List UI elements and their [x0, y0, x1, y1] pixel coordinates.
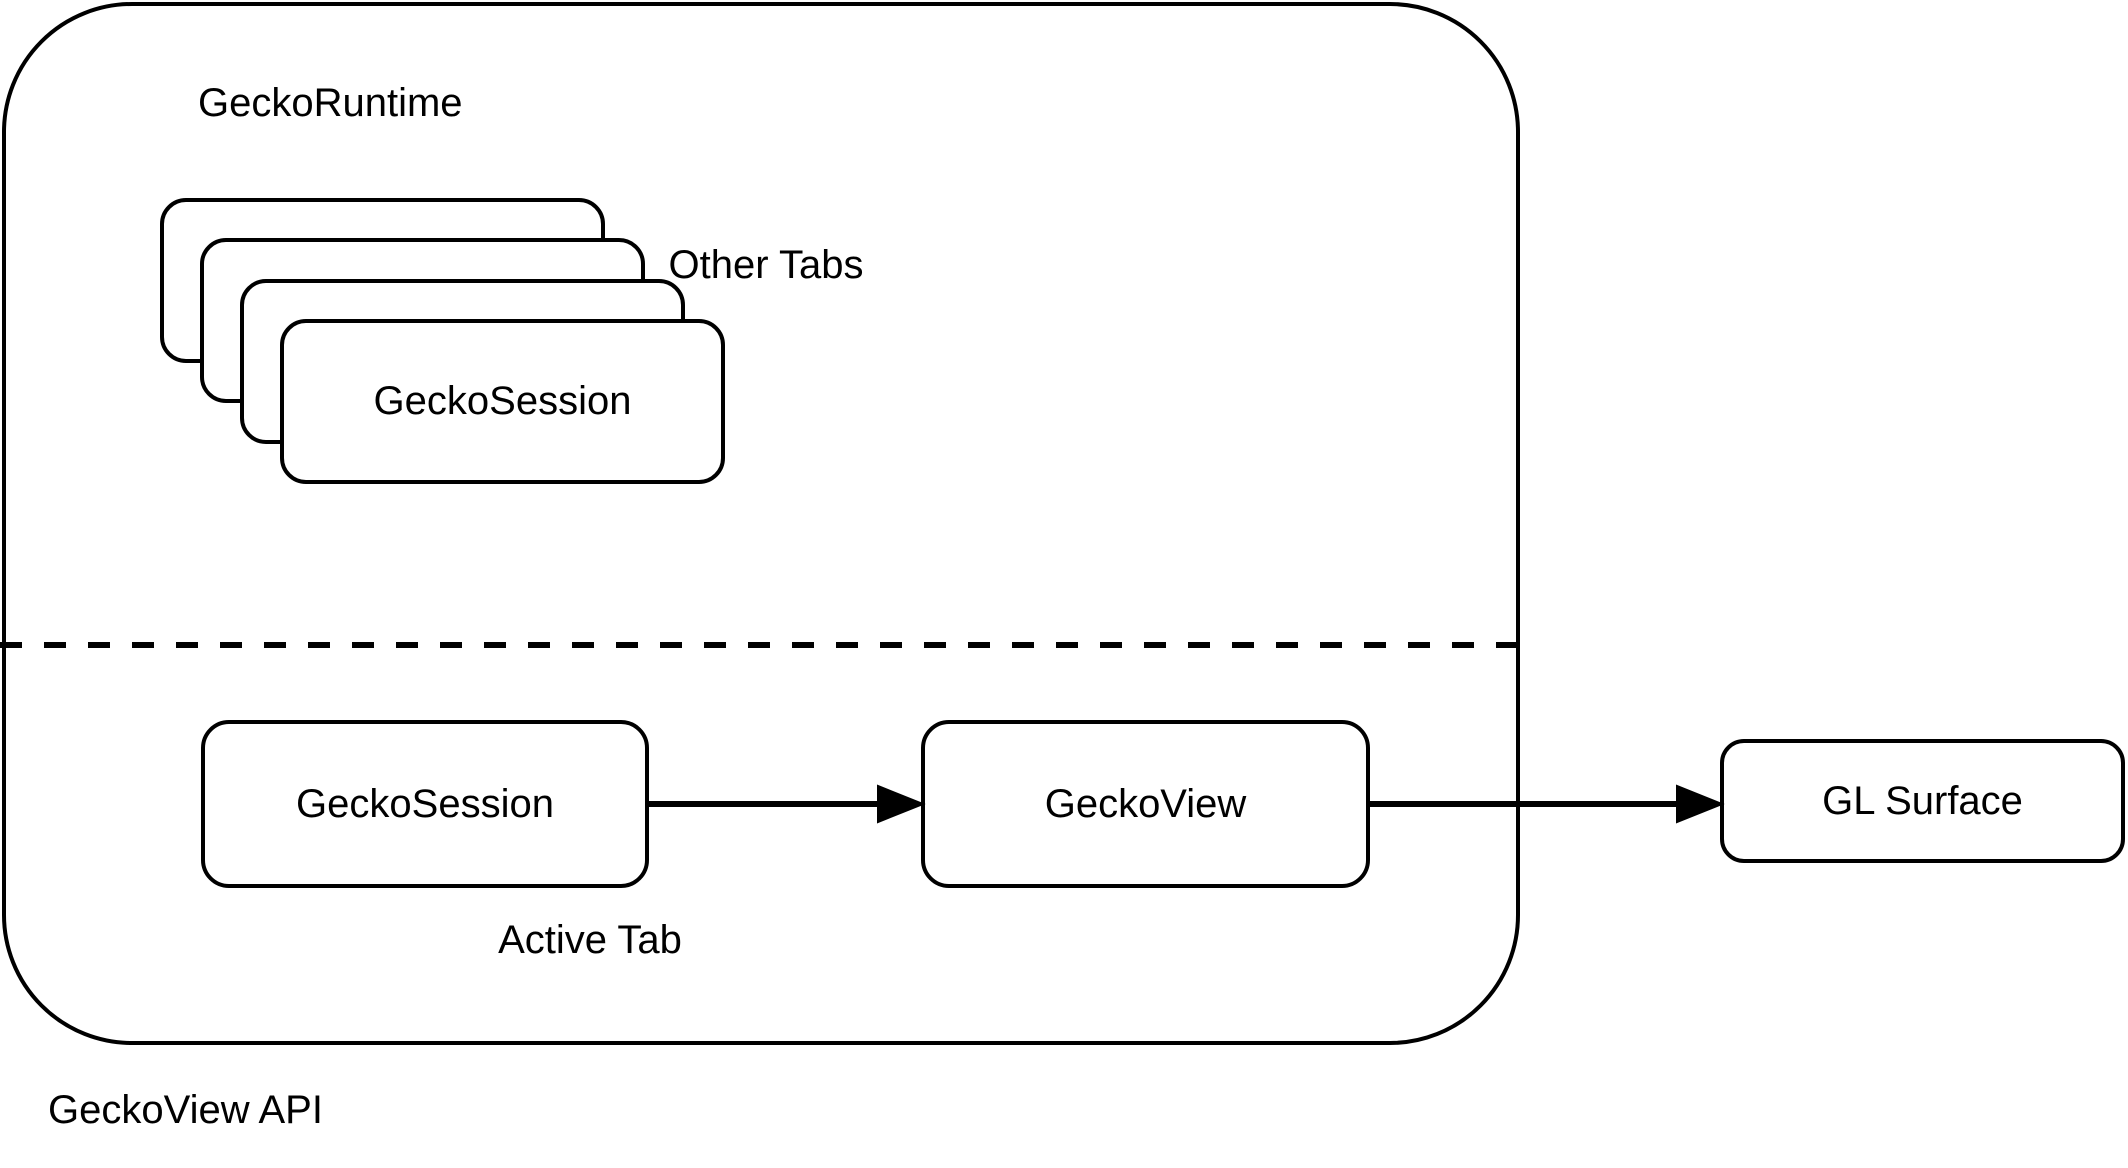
geckoview-node-box[interactable]: [921, 720, 1370, 888]
active-tab-label: Active Tab: [498, 918, 682, 962]
geckoruntime-label: GeckoRuntime: [198, 81, 463, 125]
other-tabs-label: Other Tabs: [668, 243, 864, 287]
geckosession-node-box[interactable]: [201, 720, 649, 888]
stacked-session-card-front[interactable]: [280, 319, 725, 484]
edge-session-to-view-arrowhead: [877, 784, 926, 824]
edge-view-to-glsurface-arrowhead: [1676, 784, 1725, 824]
geckoview-api-caption: GeckoView API: [48, 1088, 323, 1132]
gl-surface-node-box[interactable]: [1720, 739, 2125, 863]
